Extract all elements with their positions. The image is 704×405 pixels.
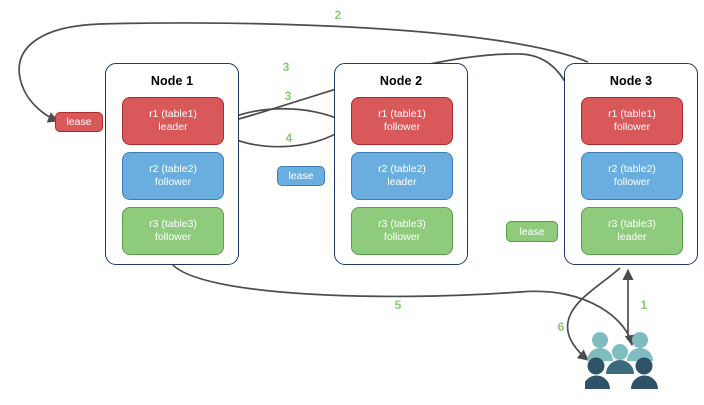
edge-label-1: 1 xyxy=(640,298,648,312)
replica-role: follower xyxy=(613,176,651,188)
node-title-node2: Node 2 xyxy=(379,74,423,88)
lease-label: lease xyxy=(288,170,314,182)
edge-label-6: 6 xyxy=(557,320,565,334)
replica-n1r3[interactable]: r3 (table3) follower xyxy=(122,207,224,255)
replica-n2r1[interactable]: r1 (table1) follower xyxy=(351,97,453,145)
node-container-node3[interactable]: Node 3 r1 (table1) follower r2 (table2) … xyxy=(564,63,698,265)
lease-chip-blue[interactable]: lease xyxy=(277,166,325,186)
edge-label-3b: 3 xyxy=(284,89,292,103)
edge-5-path xyxy=(171,263,636,347)
replica-n1r1[interactable]: r1 (table1) leader xyxy=(122,97,224,145)
replica-range: r3 (table3) xyxy=(378,218,426,230)
lease-label: lease xyxy=(66,116,92,128)
replica-range: r2 (table2) xyxy=(149,163,197,175)
replica-role: leader xyxy=(617,231,647,243)
edge-label-2: 2 xyxy=(334,8,342,22)
replica-n3r1[interactable]: r1 (table1) follower xyxy=(581,97,683,145)
people-icon xyxy=(585,332,658,389)
replica-range: r2 (table2) xyxy=(608,163,656,175)
replica-range: r3 (table3) xyxy=(608,218,656,230)
replica-range: r1 (table1) xyxy=(149,108,197,120)
edge-label-5: 5 xyxy=(394,298,402,312)
replica-n3r2[interactable]: r2 (table2) follower xyxy=(581,152,683,200)
replica-role: follower xyxy=(383,121,421,133)
lease-chip-green[interactable]: lease xyxy=(506,221,558,242)
node-title-node3: Node 3 xyxy=(609,74,653,88)
edge-2-path xyxy=(18,22,589,123)
replica-range: r1 (table1) xyxy=(378,108,426,120)
replica-role: follower xyxy=(154,176,192,188)
replica-role: follower xyxy=(383,231,421,243)
replica-n2r2[interactable]: r2 (table2) leader xyxy=(351,152,453,200)
replica-role: follower xyxy=(613,121,651,133)
edge-label-4: 4 xyxy=(285,131,293,145)
lease-chip-red[interactable]: lease xyxy=(55,112,103,132)
replica-role: leader xyxy=(158,121,188,133)
replica-n2r3[interactable]: r3 (table3) follower xyxy=(351,207,453,255)
edge-6-path xyxy=(566,267,621,361)
node-container-node1[interactable]: Node 1 r1 (table1) leader r2 (table2) fo… xyxy=(105,63,239,265)
node-title-node1: Node 1 xyxy=(150,74,194,88)
edge-label-3a: 3 xyxy=(282,60,290,74)
replica-role: leader xyxy=(387,176,417,188)
lease-label: lease xyxy=(519,225,545,238)
replica-n3r3[interactable]: r3 (table3) leader xyxy=(581,207,683,255)
replica-n1r2[interactable]: r2 (table2) follower xyxy=(122,152,224,200)
replica-range: r2 (table2) xyxy=(378,163,426,175)
replica-range: r1 (table1) xyxy=(608,108,656,120)
node-container-node2[interactable]: Node 2 r1 (table1) follower r2 (table2) … xyxy=(334,63,468,265)
replica-role: follower xyxy=(154,231,192,243)
replica-range: r3 (table3) xyxy=(149,218,197,230)
